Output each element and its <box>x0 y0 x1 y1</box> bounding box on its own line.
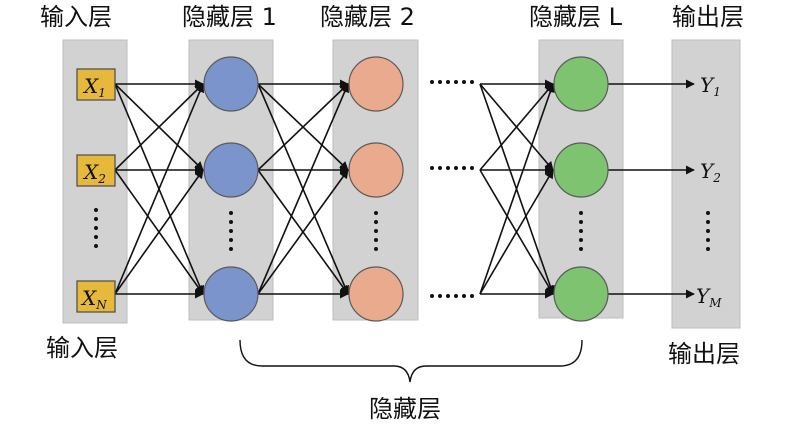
arrow-hmid-1-to-hL-0 <box>479 83 554 171</box>
input-node-2: X2 <box>76 154 116 187</box>
output-layer-caption: 输出层 <box>668 340 740 368</box>
arrow-hmid-2-to-hL-0 <box>479 83 555 295</box>
input-vertical-ellipsis <box>94 208 98 248</box>
input-box-n <box>76 280 116 313</box>
hidden-layers-caption: 隐藏层 <box>369 395 441 423</box>
input-node-n: XN <box>76 280 116 313</box>
hidden1-node-3 <box>203 266 259 322</box>
input-label-1: X1 <box>82 74 106 100</box>
hidden2-vertical-ellipsis <box>374 211 378 251</box>
hidden-layer-L-title: 隐藏层 L <box>529 3 623 31</box>
hiddenL-node-3 <box>553 266 609 322</box>
hiddenL-vertical-ellipsis <box>579 211 583 251</box>
arrow-input-2-to-h1-0 <box>114 83 205 295</box>
horizontal-ellipsis-bottom <box>430 294 474 298</box>
output-vertical-ellipsis <box>706 211 710 251</box>
hiddenL-node-1 <box>553 56 609 112</box>
hidden2-node-3 <box>348 266 404 322</box>
input-box-2 <box>76 154 116 187</box>
hidden-layer-1-title: 隐藏层 1 <box>182 3 277 31</box>
output-label-1: Y1 <box>700 73 721 99</box>
arrow-input-2-to-h1-1 <box>114 169 204 295</box>
input-box-1 <box>76 68 116 101</box>
hiddenL-node-2 <box>553 142 609 198</box>
output-layer-title: 输出层 <box>672 3 744 31</box>
horizontal-ellipsis-middle <box>430 166 474 170</box>
connection-arrows <box>114 79 695 299</box>
horizontal-ellipsis-top <box>430 80 474 84</box>
input-label-n: XN <box>80 286 107 312</box>
hidden2-node-2 <box>348 142 404 198</box>
arrow-h1-2-to-h2-1 <box>257 169 349 295</box>
hidden1-vertical-ellipsis <box>229 211 233 251</box>
hidden2-node-1 <box>348 56 404 112</box>
arrow-hmid-2-to-hL-1 <box>479 169 554 295</box>
arrow-input-1-to-h1-0 <box>114 83 204 171</box>
input-layer-title: 输入层 <box>40 3 112 31</box>
input-label-2: X2 <box>82 160 106 186</box>
hidden1-node-2 <box>203 142 259 198</box>
arrow-h1-2-to-h2-0 <box>257 83 349 295</box>
hidden-layer-2-title: 隐藏层 2 <box>320 3 415 31</box>
arrow-h1-1-to-h2-0 <box>257 83 349 171</box>
output-label-m: YM <box>696 284 722 310</box>
output-layer-panel <box>671 39 741 329</box>
hidden1-node-1 <box>203 56 259 112</box>
hidden-layers-brace <box>239 339 583 383</box>
output-label-2: Y2 <box>700 159 721 185</box>
input-node-1: X1 <box>76 68 116 101</box>
input-layer-caption: 输入层 <box>46 334 118 362</box>
